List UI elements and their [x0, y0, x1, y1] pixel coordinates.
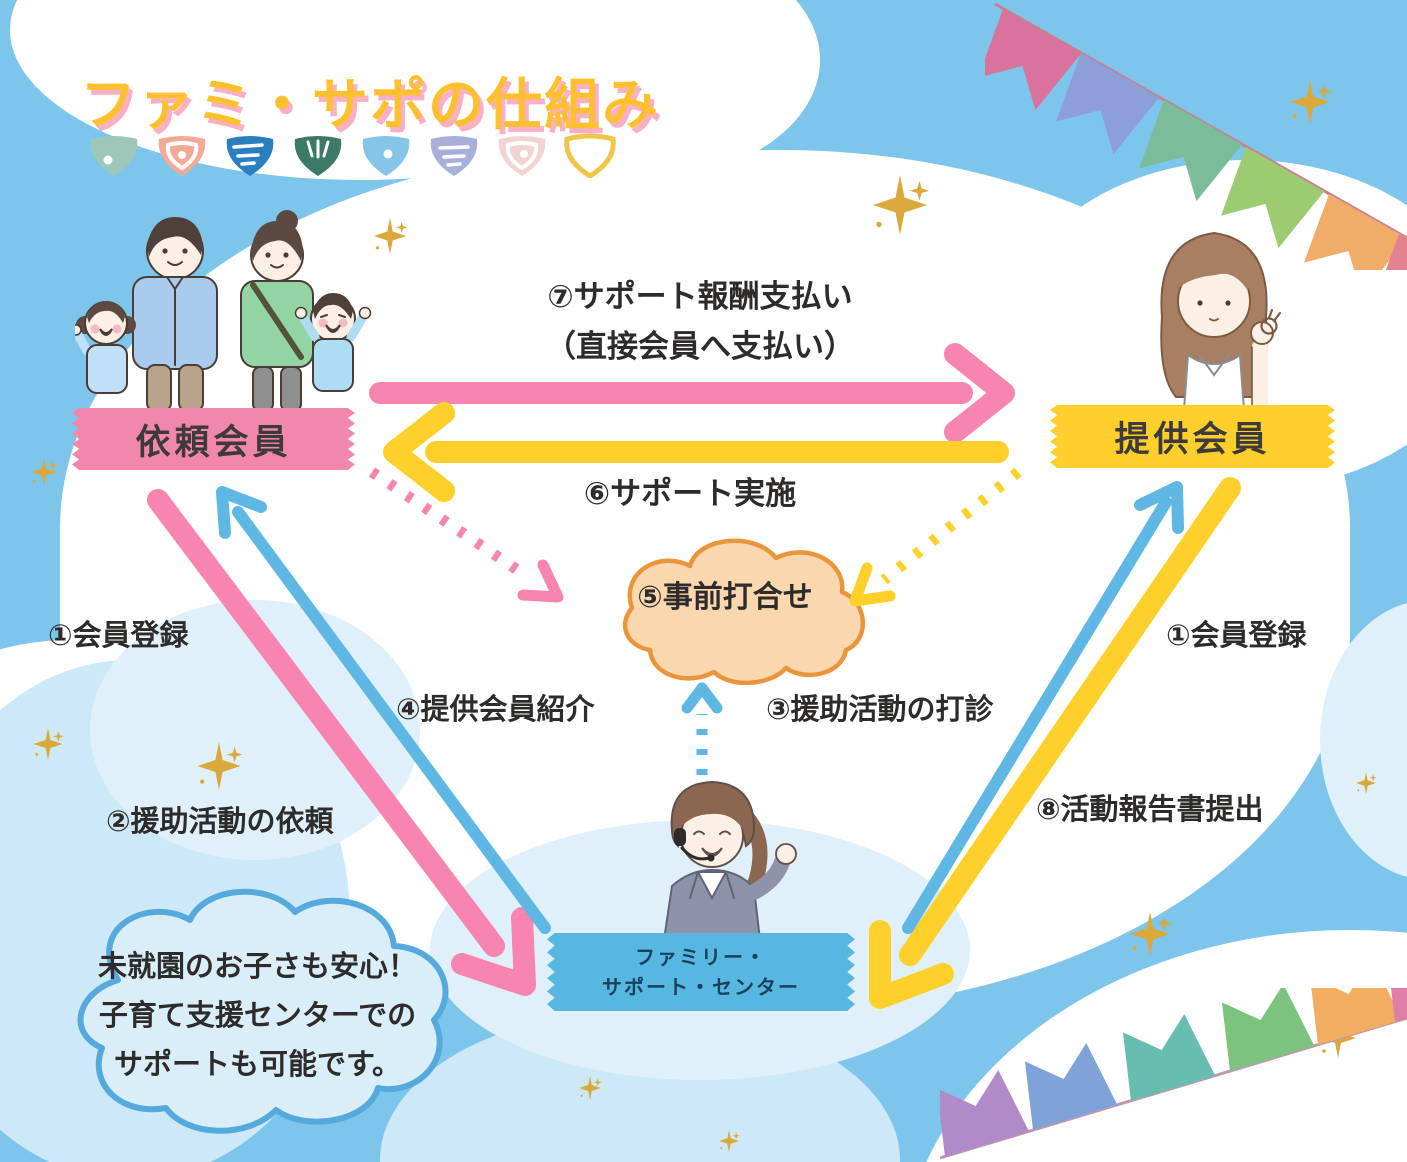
shell-icon: [158, 136, 206, 176]
center-label-line2: サポート・センター: [602, 975, 800, 999]
page-title: ファミ・サポの仕組み: [80, 73, 660, 138]
label-step7-line1: ⑦サポート報酬支払い: [547, 279, 853, 315]
label-step8: ⑧活動報告書提出: [1036, 792, 1264, 826]
label-step7-line2: （直接会員へ支払い）: [545, 329, 855, 365]
shell-icon: [362, 136, 410, 176]
shell-icon: [226, 136, 274, 176]
requester-member-box: 依頼会員: [72, 408, 355, 470]
provider-member-label: 提供会員: [1114, 420, 1271, 460]
shell-icon: [498, 136, 546, 176]
label-step7: ⑦サポート報酬支払い （直接会員へ支払い）: [470, 272, 930, 372]
label-step1-left: ①会員登録: [48, 618, 189, 652]
label-step6: ⑥サポート実施: [583, 476, 797, 512]
shell-icon: [564, 133, 616, 178]
family-support-center-box: ファミリー・ サポート・センター: [547, 933, 855, 1011]
note-line3: サポートも可能です。: [113, 1047, 402, 1081]
center-label-line1: ファミリー・: [635, 945, 767, 969]
note-bubble-text: 未就園のお子さも安心！ 子育て支援センターでの サポートも可能です。: [55, 942, 460, 1089]
provider-member-box: 提供会員: [1050, 405, 1335, 468]
meeting-label: ⑤事前打合せ: [637, 580, 813, 615]
shell-icon: [294, 136, 342, 176]
note-line2: 子育て支援センターでの: [98, 998, 417, 1032]
shell-icon: [430, 136, 478, 176]
requester-member-label: 依頼会員: [135, 422, 292, 463]
note-line1: 未就園のお子さも安心！: [97, 949, 417, 983]
label-step3: ③援助活動の打診: [766, 692, 994, 726]
label-step1-right: ①会員登録: [1166, 618, 1307, 652]
shell-icon: [90, 136, 138, 176]
shell-icon-row: [86, 132, 618, 178]
label-step4: ④提供会員紹介: [396, 692, 595, 726]
label-step2: ②援助活動の依頼: [106, 804, 334, 838]
